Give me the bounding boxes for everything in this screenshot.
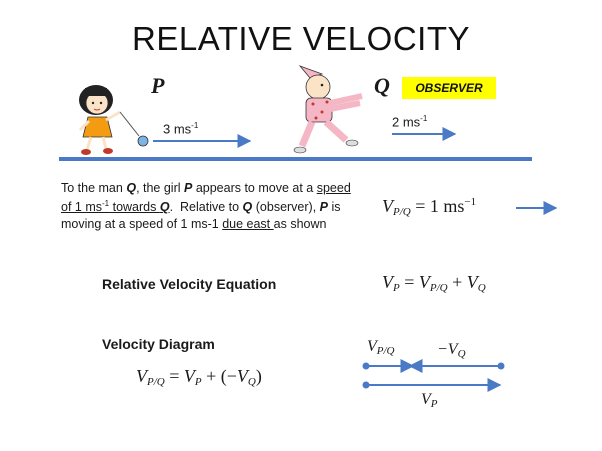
relative-velocity-value: VP/Q = 1 ms−1 — [382, 196, 477, 218]
velocity-diagram-heading: Velocity Diagram — [102, 336, 215, 352]
relative-velocity-equation: VP = VP/Q + VQ — [382, 272, 486, 294]
label-p: P — [151, 73, 165, 98]
diagram-label-vp: VP — [421, 391, 438, 410]
velocity-diagram-equation: VP/Q = VP + (−VQ) — [136, 366, 262, 388]
girl-figure — [78, 85, 149, 155]
neg-vq-start-point — [497, 362, 505, 370]
page-title: RELATIVE VELOCITY — [132, 20, 470, 57]
vpq-start-point — [362, 362, 370, 370]
observer-badge: OBSERVER — [402, 77, 496, 99]
velocity-diagram — [362, 359, 505, 392]
relative-velocity-equation-heading: Relative Velocity Equation — [102, 276, 277, 292]
diagram-label-neg-vq: −VQ — [437, 341, 466, 360]
explanation-paragraph: To the man Q, the girl P appears to move… — [61, 181, 351, 231]
man-speed-label: 2 ms-1 — [392, 114, 428, 130]
label-q: Q — [374, 73, 390, 98]
man-figure — [293, 65, 363, 154]
girl-speed-label: 3 ms-1 — [163, 121, 199, 137]
ground-line — [59, 157, 532, 161]
diagram-label-vpq: VP/Q — [367, 338, 395, 357]
vp-start-point — [362, 381, 370, 389]
